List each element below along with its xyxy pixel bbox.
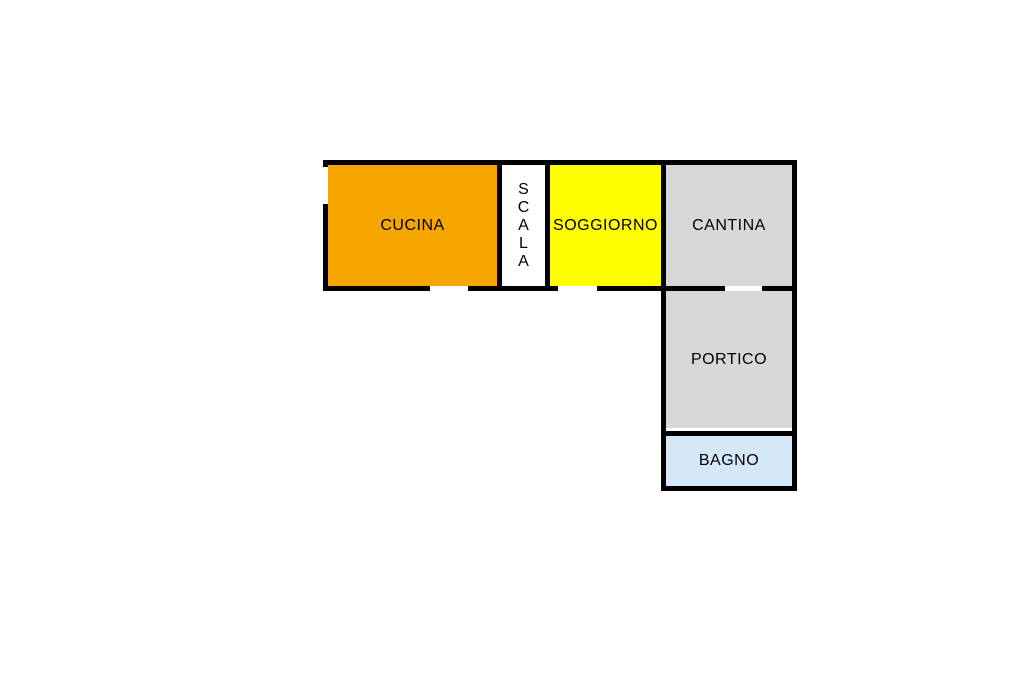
door-opening-cantina-portico (725, 286, 762, 291)
room-scala: S C A L A (502, 165, 545, 286)
room-scala-label: S C A L A (517, 180, 530, 270)
wall-left (323, 160, 328, 291)
room-cantina-label: CANTINA (692, 216, 766, 234)
room-portico: PORTICO (666, 291, 792, 428)
room-bagno: BAGNO (666, 436, 792, 486)
wall-portico-bagno (661, 431, 797, 436)
wall-right (792, 160, 797, 491)
wall-bagno-bottom (661, 486, 797, 491)
room-bagno-label: BAGNO (698, 452, 760, 469)
door-opening-cucina-left (323, 167, 328, 204)
room-cantina: CANTINA (666, 165, 792, 286)
wall-cucina-scala (497, 160, 502, 291)
wall-top (323, 160, 797, 165)
room-cucina-label: CUCINA (380, 216, 445, 234)
wall-scala-soggiorno (545, 160, 550, 291)
door-opening-cucina-bottom (430, 286, 468, 291)
room-soggiorno: SOGGIORNO (550, 165, 661, 286)
door-opening-soggiorno-bottom (558, 286, 597, 291)
room-portico-label: PORTICO (690, 350, 768, 368)
room-cucina: CUCINA (328, 165, 497, 286)
wall-soggiorno-cantina (661, 160, 666, 491)
room-soggiorno-label: SOGGIORNO (553, 216, 658, 234)
